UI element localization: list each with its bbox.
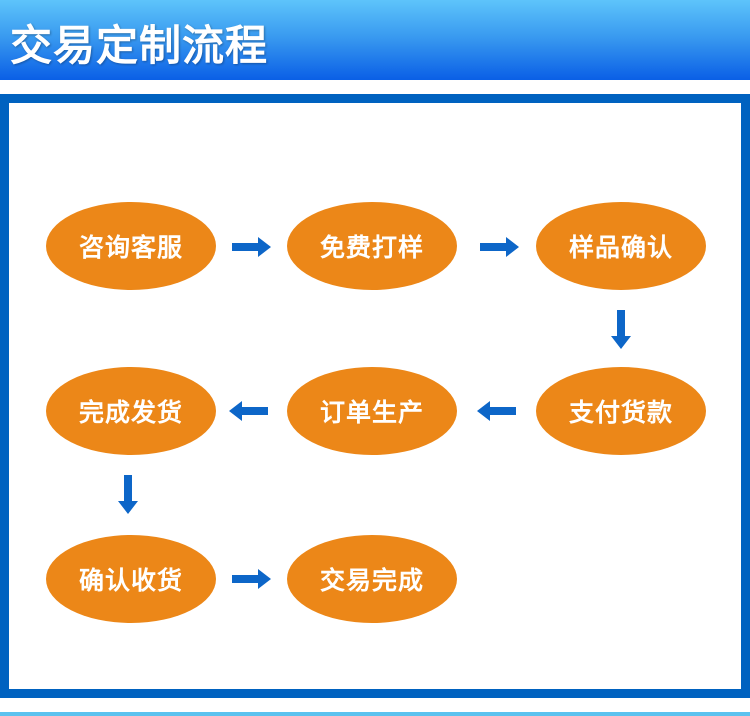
arrow-right-icon — [480, 237, 519, 257]
step-sample-confirm: 样品确认 — [536, 202, 706, 290]
bottom-strip — [0, 712, 750, 716]
arrow-down-icon — [118, 475, 138, 514]
step-payment: 支付货款 — [536, 367, 706, 455]
step-consult: 咨询客服 — [46, 202, 216, 290]
arrow-right-icon — [232, 569, 271, 589]
arrow-down-icon — [611, 310, 631, 349]
step-shipping: 完成发货 — [46, 367, 216, 455]
step-receipt: 确认收货 — [46, 535, 216, 623]
arrow-right-icon — [232, 237, 271, 257]
step-complete: 交易完成 — [287, 535, 457, 623]
arrow-left-icon — [229, 401, 268, 421]
step-free-sample: 免费打样 — [287, 202, 457, 290]
step-production: 订单生产 — [287, 367, 457, 455]
arrow-left-icon — [477, 401, 516, 421]
header-banner: 交易定制流程 — [0, 0, 750, 80]
page-title: 交易定制流程 — [10, 21, 269, 70]
